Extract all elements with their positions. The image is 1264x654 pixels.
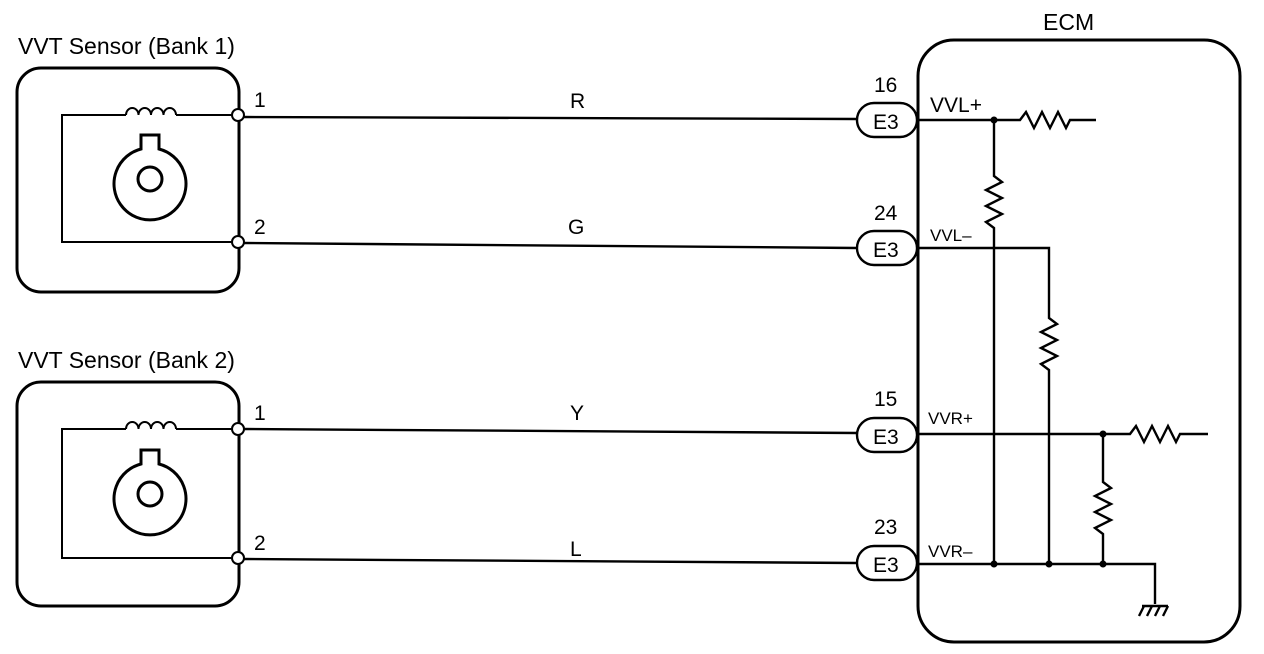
terminal-label-vvl-minus: VVL– [930, 226, 972, 245]
inductor-coil-icon [125, 107, 177, 116]
wire-g [243, 241, 858, 250]
wire-color-label-y: Y [570, 402, 584, 425]
junction-dot [990, 560, 998, 568]
ground-icon [1137, 604, 1170, 617]
sensor-bank1-pin1-label: 1 [254, 89, 266, 112]
sensor-bank1-pin1-terminal [231, 108, 245, 122]
sensor-bank2-title: VVT Sensor (Bank 2) [18, 347, 235, 373]
junction-dot [1099, 560, 1107, 568]
terminal-label-vvr-plus: VVR+ [928, 409, 973, 428]
terminal-label-vvr-minus: VVR– [928, 542, 973, 561]
wire-r [243, 115, 858, 121]
sensor-bank2-internal-loop [61, 428, 238, 559]
wire-color-label-l: L [570, 538, 582, 561]
connector-e3-pin15: 15 E3 [855, 388, 919, 454]
junction-dot [990, 116, 998, 124]
inductor-coil-icon [125, 421, 177, 430]
wire-y [243, 427, 858, 435]
connector-pin-number: 23 [874, 516, 897, 539]
junction-dot [1099, 430, 1107, 438]
wire-color-label-g: G [568, 216, 584, 239]
terminal-label-vvl-plus: VVL+ [930, 94, 982, 117]
sensor-bank2-pin2-label: 2 [254, 532, 266, 555]
timing-rotor-icon [112, 448, 188, 537]
wire-l [243, 557, 858, 565]
connector-e3-pin24: 24 E3 [855, 202, 919, 267]
connector-id: E3 [873, 239, 899, 262]
sensor-bank2-pin1-label: 1 [254, 402, 266, 425]
connector-id: E3 [873, 426, 899, 449]
wire-color-label-r: R [570, 90, 585, 113]
sensor-bank1-housing [15, 66, 241, 294]
ecm-title: ECM [1043, 9, 1094, 35]
connector-pin-number: 15 [874, 388, 897, 411]
connector-e3-pin16: 16 E3 [855, 74, 919, 139]
sensor-bank1-pin2-label: 2 [254, 216, 266, 239]
connector-e3-pin23: 23 E3 [855, 516, 919, 582]
connector-id: E3 [873, 554, 899, 577]
sensor-bank2-pin2-terminal [231, 551, 245, 565]
timing-rotor-icon [112, 133, 188, 222]
sensor-bank1-internal-loop [61, 114, 238, 243]
connector-pin-number: 24 [874, 202, 898, 225]
ecm-housing [916, 38, 1242, 644]
sensor-bank1-pin2-terminal [231, 235, 245, 249]
sensor-bank2-housing [15, 380, 241, 608]
connector-id: E3 [873, 111, 899, 134]
connector-pin-number: 16 [874, 74, 897, 97]
sensor-bank1-title: VVT Sensor (Bank 1) [18, 33, 235, 59]
junction-dot [1045, 560, 1053, 568]
sensor-bank2-pin1-terminal [231, 422, 245, 436]
ecm-internal-circuit [918, 109, 1208, 604]
